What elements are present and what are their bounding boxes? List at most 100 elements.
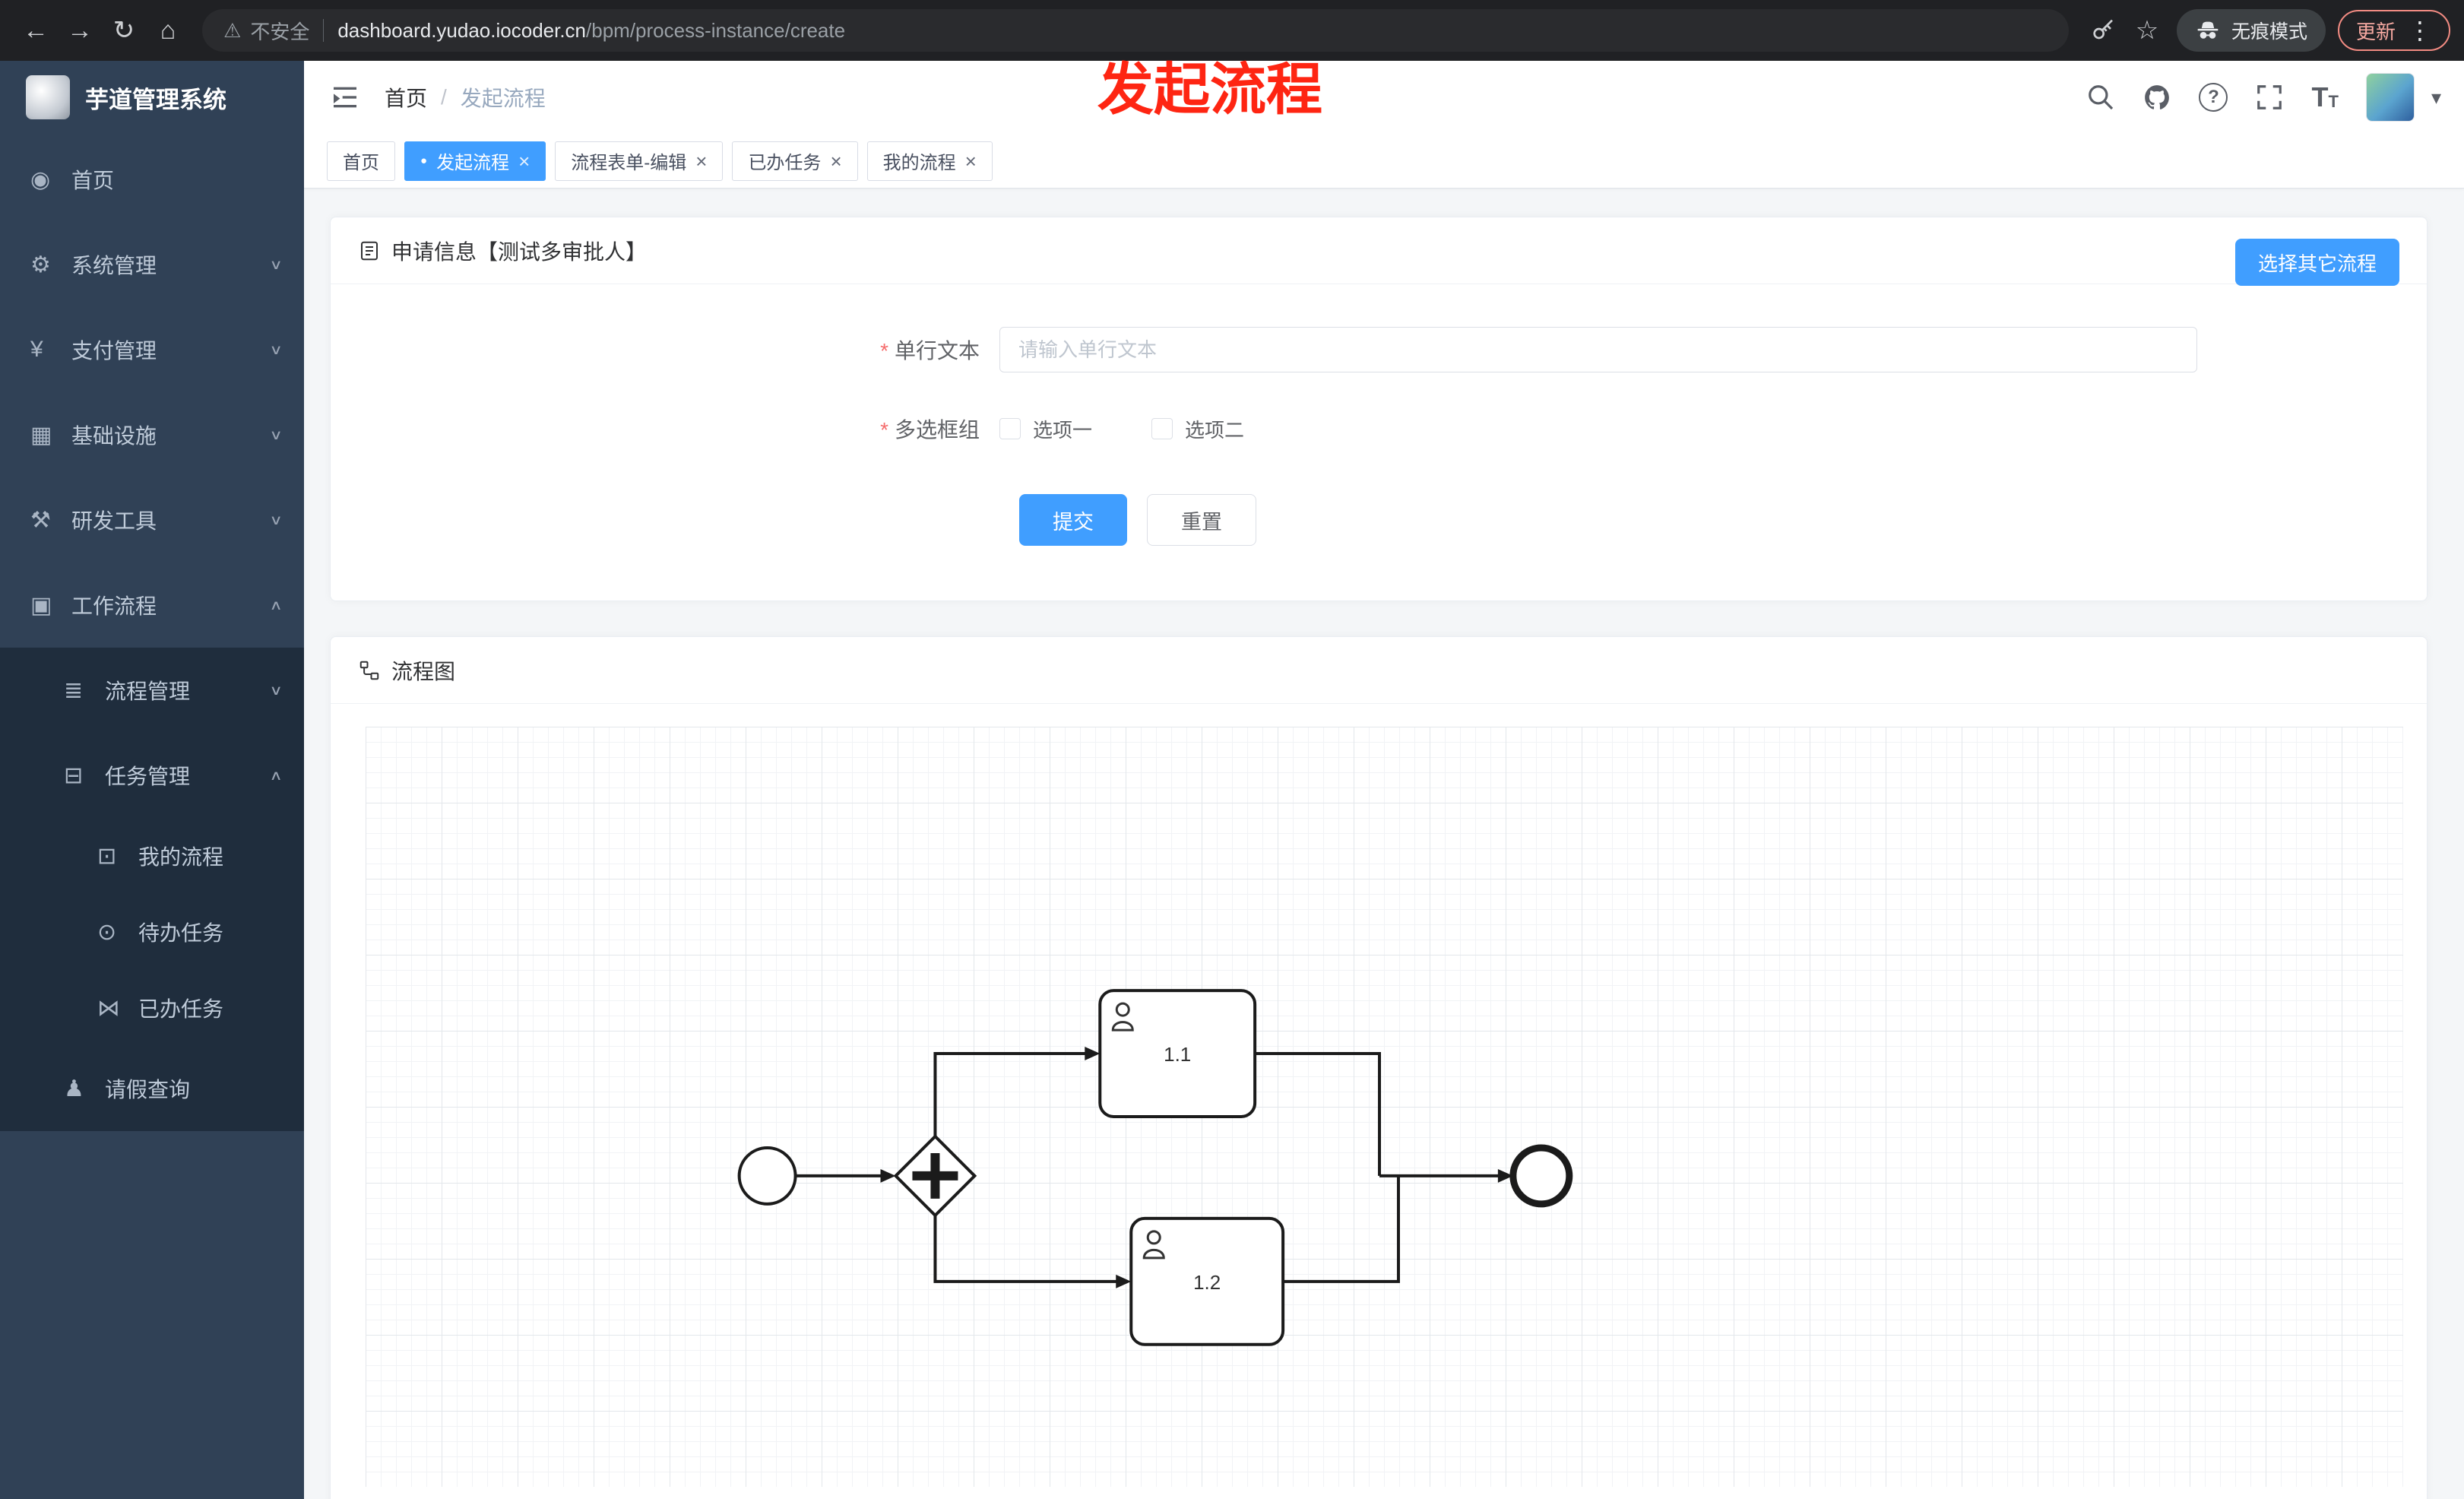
tab-process-form-edit[interactable]: 流程表单-编辑 × <box>555 141 724 181</box>
font-size-large-glyph: T <box>2311 81 2329 113</box>
page-content: 申请信息【测试多审批人】 选择其它流程 *单行文本 *多选框组 <box>304 189 2464 1499</box>
single-line-text-input[interactable] <box>999 327 2197 372</box>
avatar-caret-icon[interactable]: ▾ <box>2431 85 2441 109</box>
flow-diagram-icon <box>359 661 379 680</box>
tab-done-tasks[interactable]: 已办任务 × <box>732 141 858 181</box>
sidebar-item-infrastructure[interactable]: ▦ 基础设施 ∨ <box>0 392 304 477</box>
tab-home[interactable]: 首页 <box>327 141 395 181</box>
sidebar-item-done-tasks[interactable]: ⋈ 已办任务 <box>0 970 304 1046</box>
incognito-icon <box>2197 21 2219 39</box>
card-title: 流程图 <box>391 659 456 683</box>
tab-label: 流程表单-编辑 <box>571 153 687 173</box>
form-row-text: *单行文本 <box>331 327 2427 372</box>
help-icon[interactable]: ? <box>2199 83 2228 112</box>
back-icon[interactable]: ← <box>23 15 49 45</box>
browser-menu-dots-icon[interactable]: ⋮ <box>2408 17 2432 44</box>
sidebar-item-label: 已办任务 <box>138 997 224 1021</box>
sidebar-item-label: 流程管理 <box>105 680 191 703</box>
sidebar-item-process-mgmt[interactable]: ≣ 流程管理 ∨ <box>0 648 304 733</box>
chevron-down-icon: ∨ <box>269 256 283 273</box>
field-label-text: 单行文本 <box>894 339 980 363</box>
app-logo[interactable]: 芋道管理系统 <box>0 61 304 134</box>
reset-button[interactable]: 重置 <box>1147 494 1256 546</box>
field-label-text: 多选框组 <box>894 418 980 442</box>
tab-my-process[interactable]: 我的流程 × <box>866 141 993 181</box>
sidebar-item-leave-query[interactable]: ♟ 请假查询 <box>0 1046 304 1131</box>
select-other-process-button[interactable]: 选择其它流程 <box>2234 239 2399 286</box>
process-diagram-card: 流程图 <box>330 636 2428 1499</box>
submit-button[interactable]: 提交 <box>1019 494 1127 546</box>
close-icon[interactable]: × <box>695 149 708 173</box>
reload-icon[interactable]: ↻ <box>112 16 135 45</box>
bookmark-star-icon[interactable]: ☆ <box>2135 16 2159 45</box>
sidebar-menu: ◉ 首页 ⚙ 系统管理 ∨ ¥ 支付管理 ∨ ▦ 基础设施 ∨ ⚒ 研发工具 ∨ <box>0 134 304 1499</box>
update-label: 更新 <box>2355 20 2396 43</box>
sidebar-item-task-mgmt[interactable]: ⊟ 任务管理 ∧ <box>0 733 304 818</box>
field-label: *多选框组 <box>331 414 999 444</box>
sidebar-item-label: 研发工具 <box>71 509 157 533</box>
search-icon[interactable] <box>2086 83 2115 112</box>
bpmn-canvas[interactable]: 1.1 1.2 <box>366 727 2403 1487</box>
sidebar-item-label: 请假查询 <box>105 1078 191 1101</box>
checkbox-option-2[interactable]: 选项二 <box>1151 415 1244 443</box>
sidebar-item-system-mgmt[interactable]: ⚙ 系统管理 ∨ <box>0 222 304 307</box>
user-icon <box>1111 1002 1134 1032</box>
avatar[interactable] <box>2365 73 2415 122</box>
checkbox-option-1[interactable]: 选项一 <box>999 415 1092 443</box>
incognito-label: 无痕模式 <box>2231 21 2307 43</box>
application-info-card: 申请信息【测试多审批人】 选择其它流程 *单行文本 *多选框组 <box>330 217 2428 601</box>
home-icon[interactable]: ⌂ <box>160 15 176 45</box>
url-bar[interactable]: ⚠ 不安全 dashboard.yudao.iocoder.cn/bpm/pro… <box>202 9 2069 52</box>
task-label: 1.2 <box>1193 1271 1221 1294</box>
fullscreen-icon[interactable] <box>2255 83 2284 112</box>
process-form: *单行文本 *多选框组 选项一 <box>331 284 2427 546</box>
arrowhead <box>1116 1274 1132 1288</box>
user-task-1-1 <box>1098 989 1257 1118</box>
close-icon[interactable]: × <box>830 149 842 173</box>
done-task-icon: ⋈ <box>97 995 120 1021</box>
flow-task2-to-join <box>1283 1175 1400 1283</box>
checkbox-label: 选项二 <box>1185 418 1245 442</box>
chevron-up-icon: ∧ <box>269 767 283 784</box>
sidebar-item-my-process[interactable]: ⊡ 我的流程 <box>0 818 304 894</box>
flow-gateway-to-task1 <box>933 1052 1087 1136</box>
forward-icon[interactable]: → <box>67 15 93 45</box>
arrowhead <box>1497 1168 1513 1183</box>
yen-icon: ¥ <box>30 337 43 362</box>
document-icon <box>361 241 378 260</box>
sidebar-item-todo-tasks[interactable]: ⊙ 待办任务 <box>0 894 304 970</box>
close-icon[interactable]: × <box>964 149 977 173</box>
breadcrumb-home[interactable]: 首页 <box>385 87 428 110</box>
checkbox-icon[interactable] <box>999 418 1021 439</box>
incognito-badge: 无痕模式 <box>2176 9 2326 52</box>
tab-create-process[interactable]: ● 发起流程 × <box>404 141 546 181</box>
sidebar-item-dev-tools[interactable]: ⚒ 研发工具 ∨ <box>0 477 304 563</box>
github-icon[interactable] <box>2143 83 2171 112</box>
sidebar-item-workflow[interactable]: ▣ 工作流程 ∧ <box>0 563 304 648</box>
workflow-icon: ▣ <box>30 592 52 618</box>
checkbox-icon[interactable] <box>1151 418 1173 439</box>
sidebar-item-home[interactable]: ◉ 首页 <box>0 137 304 222</box>
user-icon <box>1142 1230 1165 1260</box>
sidebar-item-label: 系统管理 <box>71 254 157 277</box>
gear-icon: ⚙ <box>30 252 51 277</box>
sidebar-item-label: 待办任务 <box>138 921 224 945</box>
sidebar-item-payment-mgmt[interactable]: ¥ 支付管理 ∨ <box>0 307 304 392</box>
sidebar: 芋道管理系统 ◉ 首页 ⚙ 系统管理 ∨ ¥ 支付管理 ∨ ▦ 基础设施 ∨ <box>0 61 304 1499</box>
breadcrumb-current: 发起流程 <box>460 87 546 110</box>
chevron-up-icon: ∧ <box>269 597 283 613</box>
update-button[interactable]: 更新 ⋮ <box>2337 10 2450 51</box>
form-buttons: 提交 重置 <box>331 494 2427 546</box>
process-mgmt-icon: ≣ <box>64 677 84 703</box>
end-event <box>1509 1144 1573 1208</box>
dashboard-icon: ◉ <box>30 166 51 192</box>
bpmn-diagram: 1.1 1.2 <box>737 989 1573 1346</box>
plus-icon <box>912 1152 958 1199</box>
close-icon[interactable]: × <box>518 149 530 173</box>
sidebar-collapse-icon[interactable] <box>327 79 363 116</box>
key-icon[interactable] <box>2081 8 2125 52</box>
not-secure-label: 不安全 <box>250 20 310 43</box>
required-asterisk: * <box>880 418 888 442</box>
card-header: 申请信息【测试多审批人】 <box>331 217 2427 284</box>
